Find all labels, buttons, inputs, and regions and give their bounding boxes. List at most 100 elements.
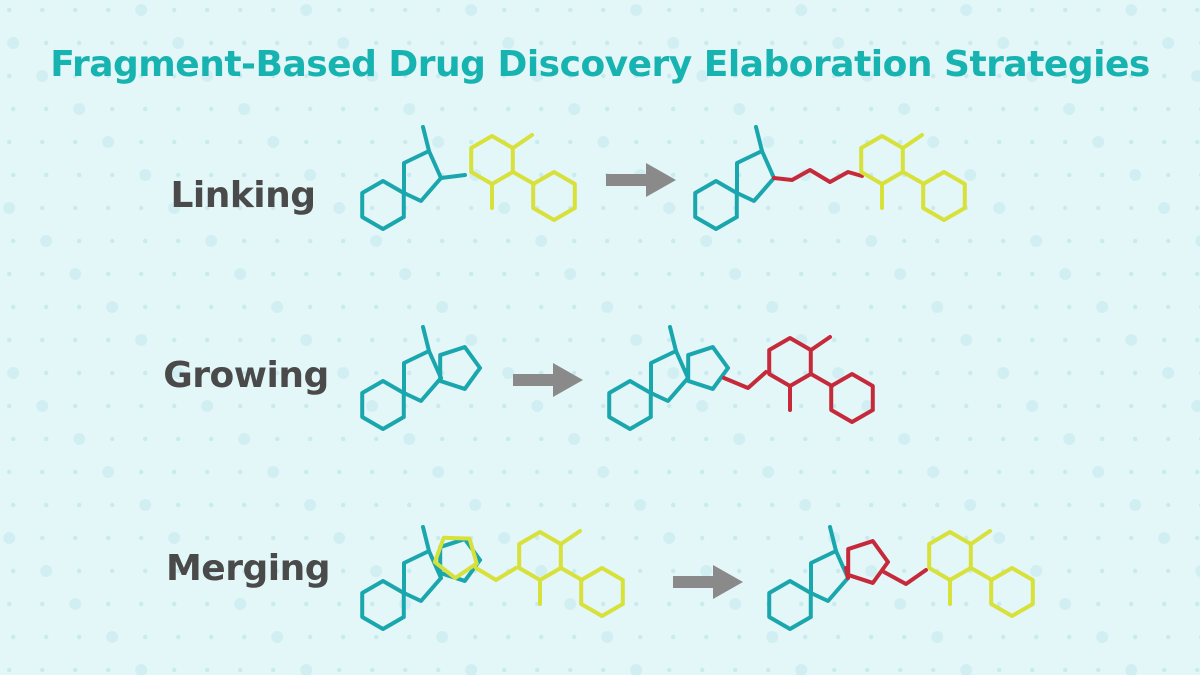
- background-dot: [869, 304, 874, 310]
- background-dot: [1034, 502, 1039, 508]
- background-dot: [894, 598, 907, 610]
- background-dot: [1125, 334, 1138, 346]
- background-dot: [238, 205, 243, 211]
- background-dot: [898, 139, 903, 145]
- background-dot: [1158, 532, 1171, 544]
- background-dot: [205, 139, 210, 145]
- background-dot: [11, 502, 16, 508]
- background-dot: [601, 403, 606, 409]
- background-dot: [399, 268, 412, 280]
- background-dot: [667, 37, 680, 49]
- background-dot: [300, 4, 313, 16]
- background-dot: [168, 202, 181, 214]
- background-dot: [733, 433, 746, 445]
- background-dot: [44, 502, 49, 508]
- background-dot: [634, 535, 639, 541]
- background-dot: [898, 433, 911, 445]
- background-dot: [836, 436, 841, 442]
- background-dot: [597, 136, 610, 148]
- background-dot: [473, 106, 478, 112]
- background-dot: [304, 139, 309, 145]
- background-dot: [1001, 634, 1006, 640]
- background-dot: [110, 238, 115, 244]
- background-dot: [234, 598, 247, 610]
- row-label-growing: Growing: [163, 355, 329, 396]
- background-dot: [172, 337, 177, 343]
- background-dot: [799, 535, 804, 541]
- background-dot: [634, 499, 647, 511]
- background-dot: [1129, 403, 1134, 409]
- background-dot: [275, 40, 280, 46]
- background-dot: [1067, 634, 1072, 640]
- background-dot: [106, 301, 119, 313]
- background-dot: [11, 568, 16, 574]
- background-dot: [931, 73, 936, 79]
- background-dot: [275, 370, 280, 376]
- background-dot: [1063, 7, 1068, 13]
- background-dot: [1030, 469, 1035, 475]
- background-dot: [176, 568, 181, 574]
- background-dot: [271, 7, 276, 13]
- background-dot: [271, 667, 276, 673]
- background-dot: [630, 334, 643, 346]
- background-dot: [275, 568, 280, 574]
- background-dot: [1162, 7, 1167, 13]
- background-dot: [238, 103, 251, 115]
- background-dot: [737, 40, 742, 46]
- background-dot: [671, 436, 676, 442]
- background-dot: [1195, 139, 1200, 145]
- background-dot: [663, 532, 676, 544]
- background-dot: [502, 601, 507, 607]
- background-dot: [271, 535, 276, 541]
- background-dot: [407, 172, 412, 178]
- background-dot: [1034, 304, 1039, 310]
- background-dot: [308, 106, 313, 112]
- background-dot: [1166, 502, 1171, 508]
- background-dot: [139, 499, 152, 511]
- background-dot: [704, 304, 709, 310]
- background-dot: [861, 400, 874, 412]
- background-dot: [733, 139, 738, 145]
- background-dot: [337, 139, 342, 145]
- background-dot: [535, 337, 540, 343]
- background-dot: [865, 7, 870, 13]
- background-dot: [1133, 436, 1138, 442]
- red-grown-fragment-bond: [809, 372, 834, 388]
- background-dot: [407, 370, 412, 376]
- background-dot: [964, 73, 969, 79]
- background-dot: [1096, 667, 1101, 673]
- background-dot: [898, 73, 903, 79]
- background-dot: [242, 238, 247, 244]
- background-dot: [502, 7, 507, 13]
- teal-five-ring: [735, 149, 776, 203]
- background-dot: [304, 601, 309, 607]
- background-dot: [1030, 205, 1035, 211]
- background-dot: [1063, 139, 1068, 145]
- teal-five-ring: [402, 149, 443, 203]
- background-dot: [902, 40, 907, 46]
- background-dot: [605, 238, 610, 244]
- background-dot: [73, 403, 78, 409]
- yellow-linker: [474, 566, 518, 582]
- background-dot: [799, 139, 804, 145]
- background-dot: [436, 631, 449, 643]
- background-dot: [77, 238, 82, 244]
- background-dot: [634, 601, 639, 607]
- background-dot: [997, 403, 1002, 409]
- background-dot: [700, 667, 705, 673]
- background-dot: [799, 403, 804, 409]
- background-dot: [407, 40, 412, 46]
- background-dot: [44, 634, 49, 640]
- background-dot: [176, 172, 181, 178]
- background-dot: [898, 469, 903, 475]
- background-dot: [935, 436, 940, 442]
- background-dot: [374, 436, 379, 442]
- background-dot: [700, 337, 705, 343]
- background-dot: [968, 370, 973, 376]
- background-dot: [1096, 7, 1101, 13]
- background-dot: [605, 436, 610, 442]
- background-dot: [370, 271, 375, 277]
- background-dot: [1162, 601, 1167, 607]
- background-dot: [700, 601, 705, 607]
- background-dot: [275, 238, 280, 244]
